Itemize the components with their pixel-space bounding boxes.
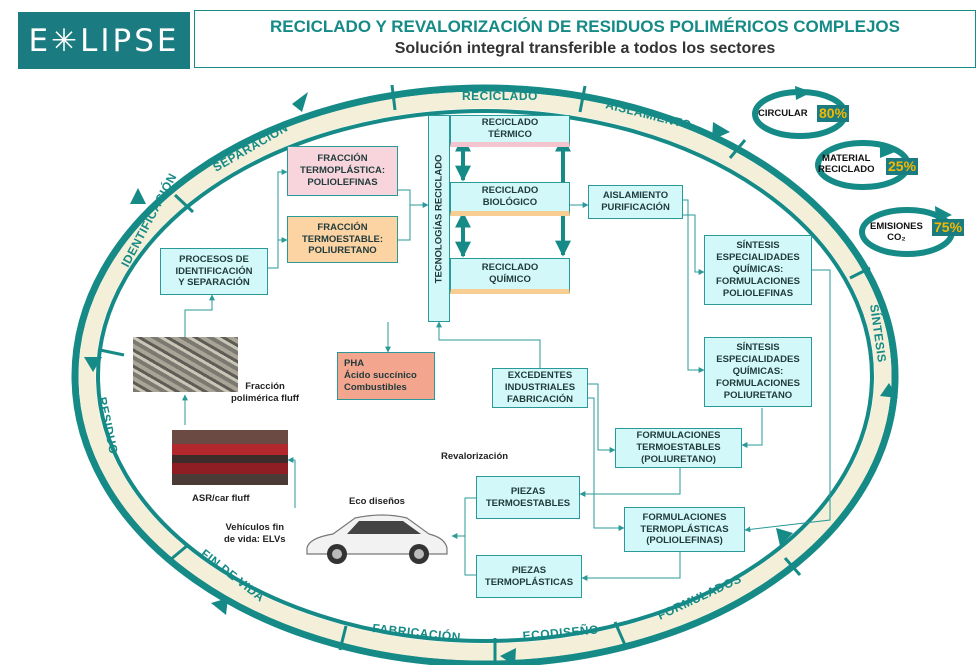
- asr-car-fluff-label: ASR/car fluff: [192, 493, 250, 504]
- eco-disenos-label: Eco diseños: [349, 496, 405, 507]
- aislamiento-purificacion-box: AISLAMIENTO PURIFICACIÓN: [588, 185, 683, 219]
- formulaciones-termoplasticas-box: FORMULACIONES TERMOPLÁSTICAS (POLIOLEFIN…: [624, 507, 745, 552]
- revalorizacion-label: Revalorización: [441, 451, 509, 462]
- circular-arrow-icon: [795, 86, 812, 100]
- car-icon: [306, 514, 448, 564]
- excedentes-industriales-box: EXCEDENTES INDUSTRIALES FABRICACIÓN: [492, 368, 588, 408]
- material-reciclado-value: 25%: [886, 158, 919, 175]
- ring-outer: [71, 84, 899, 665]
- piezas-termoestables-box: PIEZAS TERMOESTABLES: [476, 476, 580, 519]
- procesos-identificacion-box: PROCESOS DE IDENTIFICACIÓN Y SEPARACIÓN: [160, 248, 268, 295]
- emisiones-value: 75%: [932, 219, 965, 236]
- fraccion-termoplastica-box: FRACCIÓN TERMOPLÁSTICA: POLIOLEFINAS: [287, 146, 398, 196]
- pha-productos-box: PHA Ácido succínico Combustibles: [337, 352, 435, 400]
- ring-inner: [96, 109, 874, 643]
- reciclado-biologico-box: RECICLADO BIOLÓGICO: [450, 182, 570, 216]
- sintesis-poliuretano-box: SÍNTESIS ESPECIALIDADES QUÍMICAS: FORMUL…: [704, 337, 812, 407]
- reciclado-quimico-box: RECICLADO QUÍMICO: [450, 258, 570, 294]
- fraccion-fluff-label: Fracción polimérica fluff: [231, 381, 300, 404]
- reciclado-termico-box: RECICLADO TÉRMICO: [450, 115, 570, 147]
- page-subtitle: Solución integral transferible a todos l…: [394, 40, 776, 57]
- page-title: RECICLADO Y REVALORIZACIÓN DE RESIDUOS P…: [269, 17, 900, 36]
- tecnologias-reciclado-box: TECNOLOGÍAS RECICLADO: [428, 115, 450, 322]
- ring-label-ecodiseno: ECODISEÑO: [522, 621, 600, 643]
- emisiones-arrow-icon: [935, 206, 952, 222]
- material-reciclado-label: MATERIAL RECICLADO: [818, 153, 875, 176]
- polymer-fluff-photo: [133, 337, 238, 392]
- car-fluff-photo: [172, 430, 288, 485]
- fraccion-termoestable-box: FRACCIÓN TERMOESTABLE: POLIURETANO: [287, 216, 398, 263]
- circular-label: CIRCULAR: [758, 108, 808, 119]
- header-banner: RECICLADO Y REVALORIZACIÓN DE RESIDUOS P…: [194, 10, 976, 68]
- ring-band: [78, 91, 892, 661]
- eclipse-logo: E✳LIPSE: [18, 12, 190, 69]
- piezas-termoplasticas-box: PIEZAS TERMOPLÁSTICAS: [476, 555, 582, 598]
- tecnologias-reciclado-label: TECNOLOGÍAS RECICLADO: [433, 154, 445, 283]
- circular-value: 80%: [817, 105, 850, 122]
- formulaciones-termoestables-box: FORMULACIONES TERMOESTABLES (POLIURETANO…: [615, 428, 742, 468]
- emisiones-label: EMISIONES CO₂: [870, 221, 923, 244]
- ring-label-reciclado: RECICLADO: [462, 89, 538, 103]
- sintesis-poliolefinas-box: SÍNTESIS ESPECIALIDADES QUÍMICAS: FORMUL…: [704, 235, 812, 305]
- vehiculos-fin-vida-label: Vehículos fin de vida: ELVs: [224, 522, 286, 545]
- material-arrow-icon: [880, 144, 895, 158]
